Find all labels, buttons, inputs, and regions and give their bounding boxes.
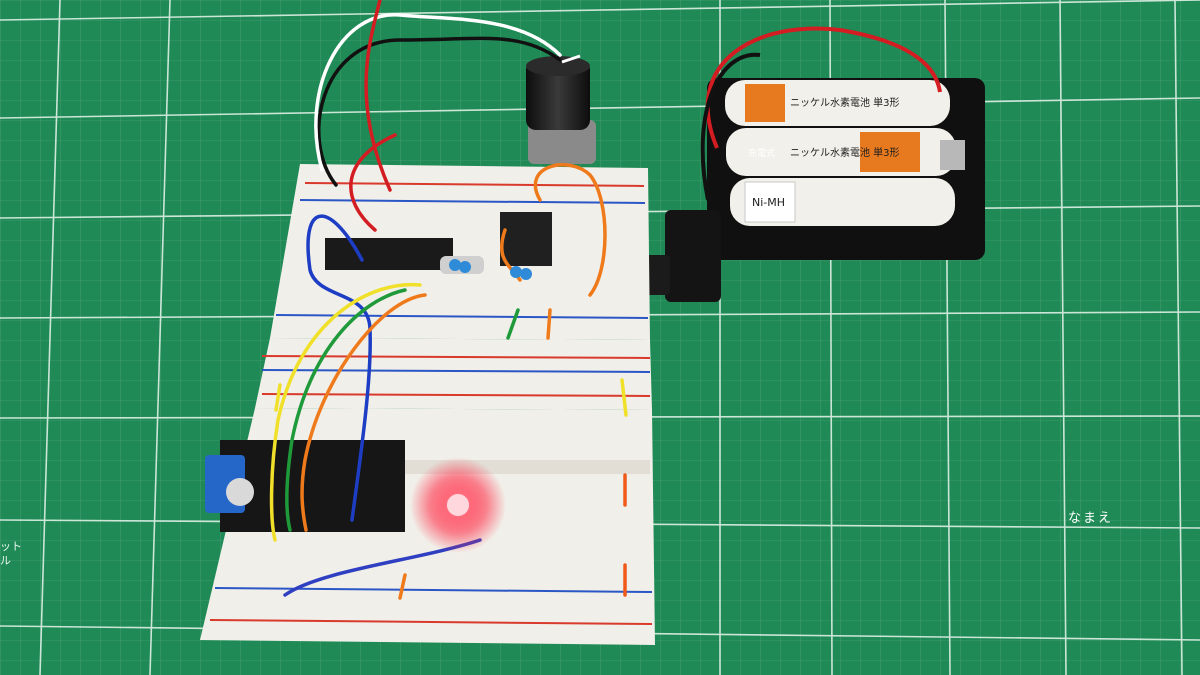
mat-printed-text: なまえ (1068, 511, 1114, 526)
jumper-wires (269, 0, 628, 600)
svg-text:ニッケル水素電池 単3形: ニッケル水素電池 単3形 (790, 96, 900, 109)
svg-text:Ni-MH: Ni-MH (752, 196, 785, 209)
battery-label-3 (744, 181, 796, 223)
svg-text:ニッケル水素電池 単3形: ニッケル水素電池 単3形 (790, 146, 900, 159)
svg-text:充電式: 充電式 (748, 147, 775, 159)
battery-label-accent-1 (745, 84, 785, 122)
tactile-switch (500, 212, 552, 266)
battery-text: ニッケル水素電池 単3形 充電式 ニッケル水素電池 単3形 Ni-MH (748, 96, 900, 209)
potentiometer (526, 54, 596, 164)
battery-terminal (940, 140, 965, 170)
microcontroller-module (205, 440, 405, 532)
ceramic-capacitors (449, 259, 532, 280)
ic-chip (325, 238, 453, 270)
battery-holder (700, 26, 985, 260)
mat-edge-text: ット ル (0, 540, 22, 567)
battery-label-accent-2 (860, 132, 920, 172)
led (447, 494, 469, 516)
